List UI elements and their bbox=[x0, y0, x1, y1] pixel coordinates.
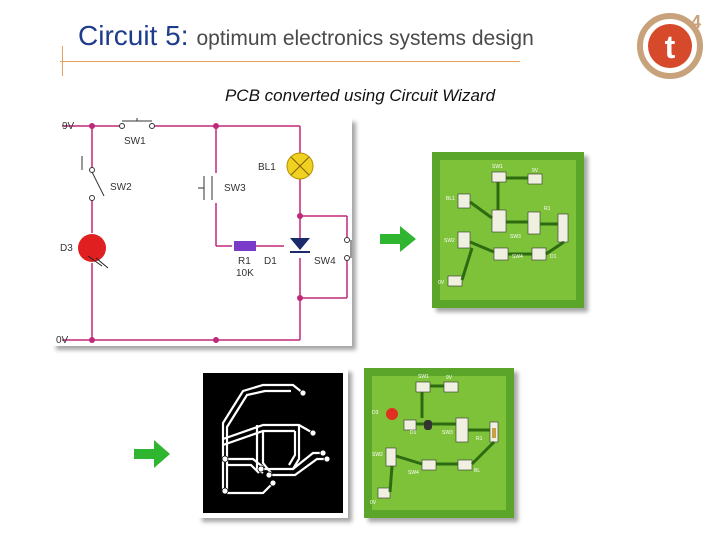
copper-tracks bbox=[221, 383, 331, 495]
pcb-bottom-label-d3: D3 bbox=[372, 410, 379, 416]
sw3-symbol bbox=[198, 176, 213, 200]
label-9v: 9V bbox=[62, 121, 75, 132]
logo-ring bbox=[637, 13, 703, 79]
pcb-top-label-sw4: SW4 bbox=[512, 254, 523, 260]
sw2-symbol bbox=[81, 156, 105, 201]
label-r1: R1 bbox=[238, 256, 251, 267]
pcb-top-label-d1: D1 bbox=[550, 254, 557, 260]
logo-letter: t bbox=[665, 29, 676, 65]
label-r1-value: 10K bbox=[236, 268, 254, 279]
pcb-bottom-label-d1: D1 bbox=[410, 430, 417, 436]
pcb-top-tracks: SW1 9V BL1 SW3 R1 D1 SW2 SW4 0V bbox=[438, 164, 569, 287]
pcb-copper-layout bbox=[203, 373, 343, 513]
pcb-bottom-label-sw3: SW3 bbox=[442, 430, 453, 436]
pcb-copper-layout-panel bbox=[198, 368, 348, 518]
slide-title: Circuit 5: optimum electronics systems de… bbox=[78, 20, 534, 52]
pcb-top-label-sw1: SW1 bbox=[492, 164, 503, 170]
diode-d1 bbox=[290, 238, 310, 253]
schematic-diagram: 9V 0V SW1 SW2 SW3 D3 BL1 R1 10K D1 SW4 bbox=[56, 117, 352, 346]
pcb-diode-d1 bbox=[424, 420, 432, 430]
label-d3: D3 bbox=[60, 243, 73, 254]
label-sw2: SW2 bbox=[110, 182, 132, 193]
pcb-bottom-copper-area bbox=[372, 376, 506, 510]
slide-subtitle: PCB converted using Circuit Wizard bbox=[224, 86, 496, 105]
pcb-bottom-label-sw2: SW2 bbox=[372, 452, 383, 458]
pcb-top-label-r1: R1 bbox=[544, 206, 551, 212]
schematic-wires bbox=[62, 125, 348, 341]
sw1-symbol bbox=[119, 117, 155, 129]
arrow-right-icon bbox=[380, 226, 416, 257]
label-0v: 0V bbox=[56, 335, 69, 346]
pcb-top-label-bl1: BL1 bbox=[446, 196, 455, 202]
label-sw4: SW4 bbox=[314, 256, 336, 267]
pcb-resistor-r1 bbox=[492, 428, 496, 438]
label-bl1: BL1 bbox=[258, 162, 276, 173]
t4-logo: t 4 bbox=[636, 8, 712, 80]
pcb-top-label-0v: 0V bbox=[438, 280, 445, 286]
label-sw1: SW1 bbox=[124, 136, 146, 147]
pcb-top-label-sw3: SW3 bbox=[510, 234, 521, 240]
label-d1: D1 bbox=[264, 256, 277, 267]
pcb-bottom-label-sw4: SW4 bbox=[408, 470, 419, 476]
arrow-right-icon bbox=[134, 440, 170, 473]
schematic-panel: 9V 0V SW1 SW2 SW3 D3 BL1 R1 10K D1 SW4 bbox=[52, 117, 352, 346]
lamp-bl1 bbox=[286, 152, 314, 180]
pcb-bottom-label-sw1: SW1 bbox=[418, 374, 429, 380]
pcb-top-board: SW1 9V BL1 SW3 R1 D1 SW2 SW4 0V bbox=[432, 152, 584, 308]
resistor-r1 bbox=[234, 241, 256, 251]
title-sub: optimum electronics systems design bbox=[196, 27, 534, 50]
pcb-top-label-9v: 9V bbox=[532, 168, 539, 174]
pcb-bottom-label-bl: BL bbox=[474, 468, 480, 474]
pcb-bottom-label-9v: 9V bbox=[446, 375, 453, 381]
pcb-bottom-board: SW1 9V D3 D1 SW3 R1 SW2 SW4 BL 0V bbox=[364, 368, 514, 518]
pcb-bottom-label-r1: R1 bbox=[476, 436, 483, 442]
pcb-led-d3 bbox=[386, 408, 398, 420]
pcb-top-label-sw2: SW2 bbox=[444, 238, 455, 244]
logo-disc bbox=[648, 24, 692, 68]
logo-superscript: 4 bbox=[691, 12, 701, 32]
pcb-bottom-tracks: SW1 9V D3 D1 SW3 R1 SW2 SW4 BL 0V bbox=[370, 374, 499, 506]
label-sw3: SW3 bbox=[224, 183, 246, 194]
title-tick bbox=[62, 46, 63, 76]
sw4-symbol bbox=[344, 237, 352, 261]
title-underline bbox=[60, 61, 520, 62]
title-main: Circuit 5: bbox=[78, 20, 189, 51]
schematic-nodes bbox=[89, 123, 303, 343]
pcb-bottom-label-0v: 0V bbox=[370, 500, 377, 506]
led-d3 bbox=[78, 234, 109, 269]
